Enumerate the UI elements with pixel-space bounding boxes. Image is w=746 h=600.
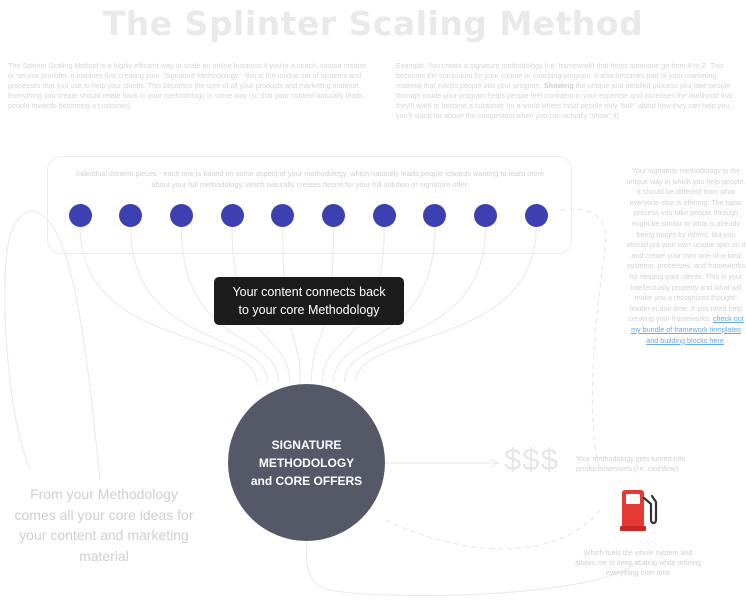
content-piece-dot: [271, 203, 295, 227]
content-pieces-box: [47, 156, 572, 254]
example-text-start: Example: You create a signature methodol…: [396, 61, 724, 90]
content-piece-dot: [220, 203, 244, 227]
sidebar-text: Your signature methodology is the unique…: [626, 166, 746, 324]
content-piece-dot: [68, 203, 92, 227]
example-description: Example: You create a signature methodol…: [396, 61, 741, 121]
content-piece-dot: [474, 203, 498, 227]
callout-line-1: Your content connects back: [232, 285, 386, 299]
page-title: The Splinter Scaling Method: [102, 4, 644, 43]
content-spoke-line: [332, 226, 436, 383]
content-piece-dot: [322, 203, 345, 227]
content-piece-dot: [372, 203, 396, 227]
fuel-to-core-arrow: [305, 540, 641, 597]
core-line-1: SIGNATURE: [271, 437, 342, 452]
core-line-3: and CORE OFFERS: [250, 473, 363, 488]
money-to-fuel-arrow: [384, 509, 601, 550]
content-spoke-line: [180, 226, 280, 383]
fuel-pump-icon: [620, 490, 658, 531]
framework-bundle-link[interactable]: check out my bundle of framework templat…: [631, 314, 744, 345]
content-piece-dot: [169, 203, 193, 227]
signature-methodology-circle: SIGNATURE METHODOLOGY and CORE OFFERS: [228, 384, 385, 541]
content-spoke-line: [79, 226, 258, 383]
example-text-end: the unique and detailed process you take…: [396, 81, 733, 120]
dollar-signs: $$$: [504, 442, 559, 477]
right-loop-arrow: [559, 208, 607, 471]
content-spoke-line: [321, 226, 385, 383]
content-spoke-line: [231, 226, 291, 383]
intro-description: The Splinter Scaling Method is a highly …: [8, 61, 368, 110]
content-pieces-description: Individual content pieces - each one is …: [75, 169, 545, 189]
content-spoke-line: [282, 226, 302, 383]
core-ideas-origin-text: From your Methodology comes all your cor…: [14, 486, 194, 564]
sidebar-text-end: .: [723, 335, 726, 345]
callout-line-2: to your core Methodology: [238, 303, 380, 317]
methodology-sidebar-description: Your signature methodology is the unique…: [626, 166, 746, 346]
example-text-bold: Showing: [543, 81, 574, 90]
content-piece-dot: [524, 203, 548, 227]
left-loop-arrow: [4, 211, 101, 481]
fuel-description: Which fuels the whole system and allows …: [575, 548, 701, 577]
content-piece-dot: [423, 203, 447, 227]
content-spoke-line: [310, 226, 335, 383]
content-spoke-line: [130, 226, 269, 383]
cashflow-description: Your methodology gets turned into produc…: [576, 454, 686, 473]
content-callout: Your content connects back to your core …: [214, 277, 404, 325]
core-line-2: METHODOLOGY: [258, 455, 355, 470]
content-piece-dot: [119, 203, 143, 227]
content-spoke-line: [354, 226, 537, 383]
content-spoke-line: [343, 226, 487, 383]
